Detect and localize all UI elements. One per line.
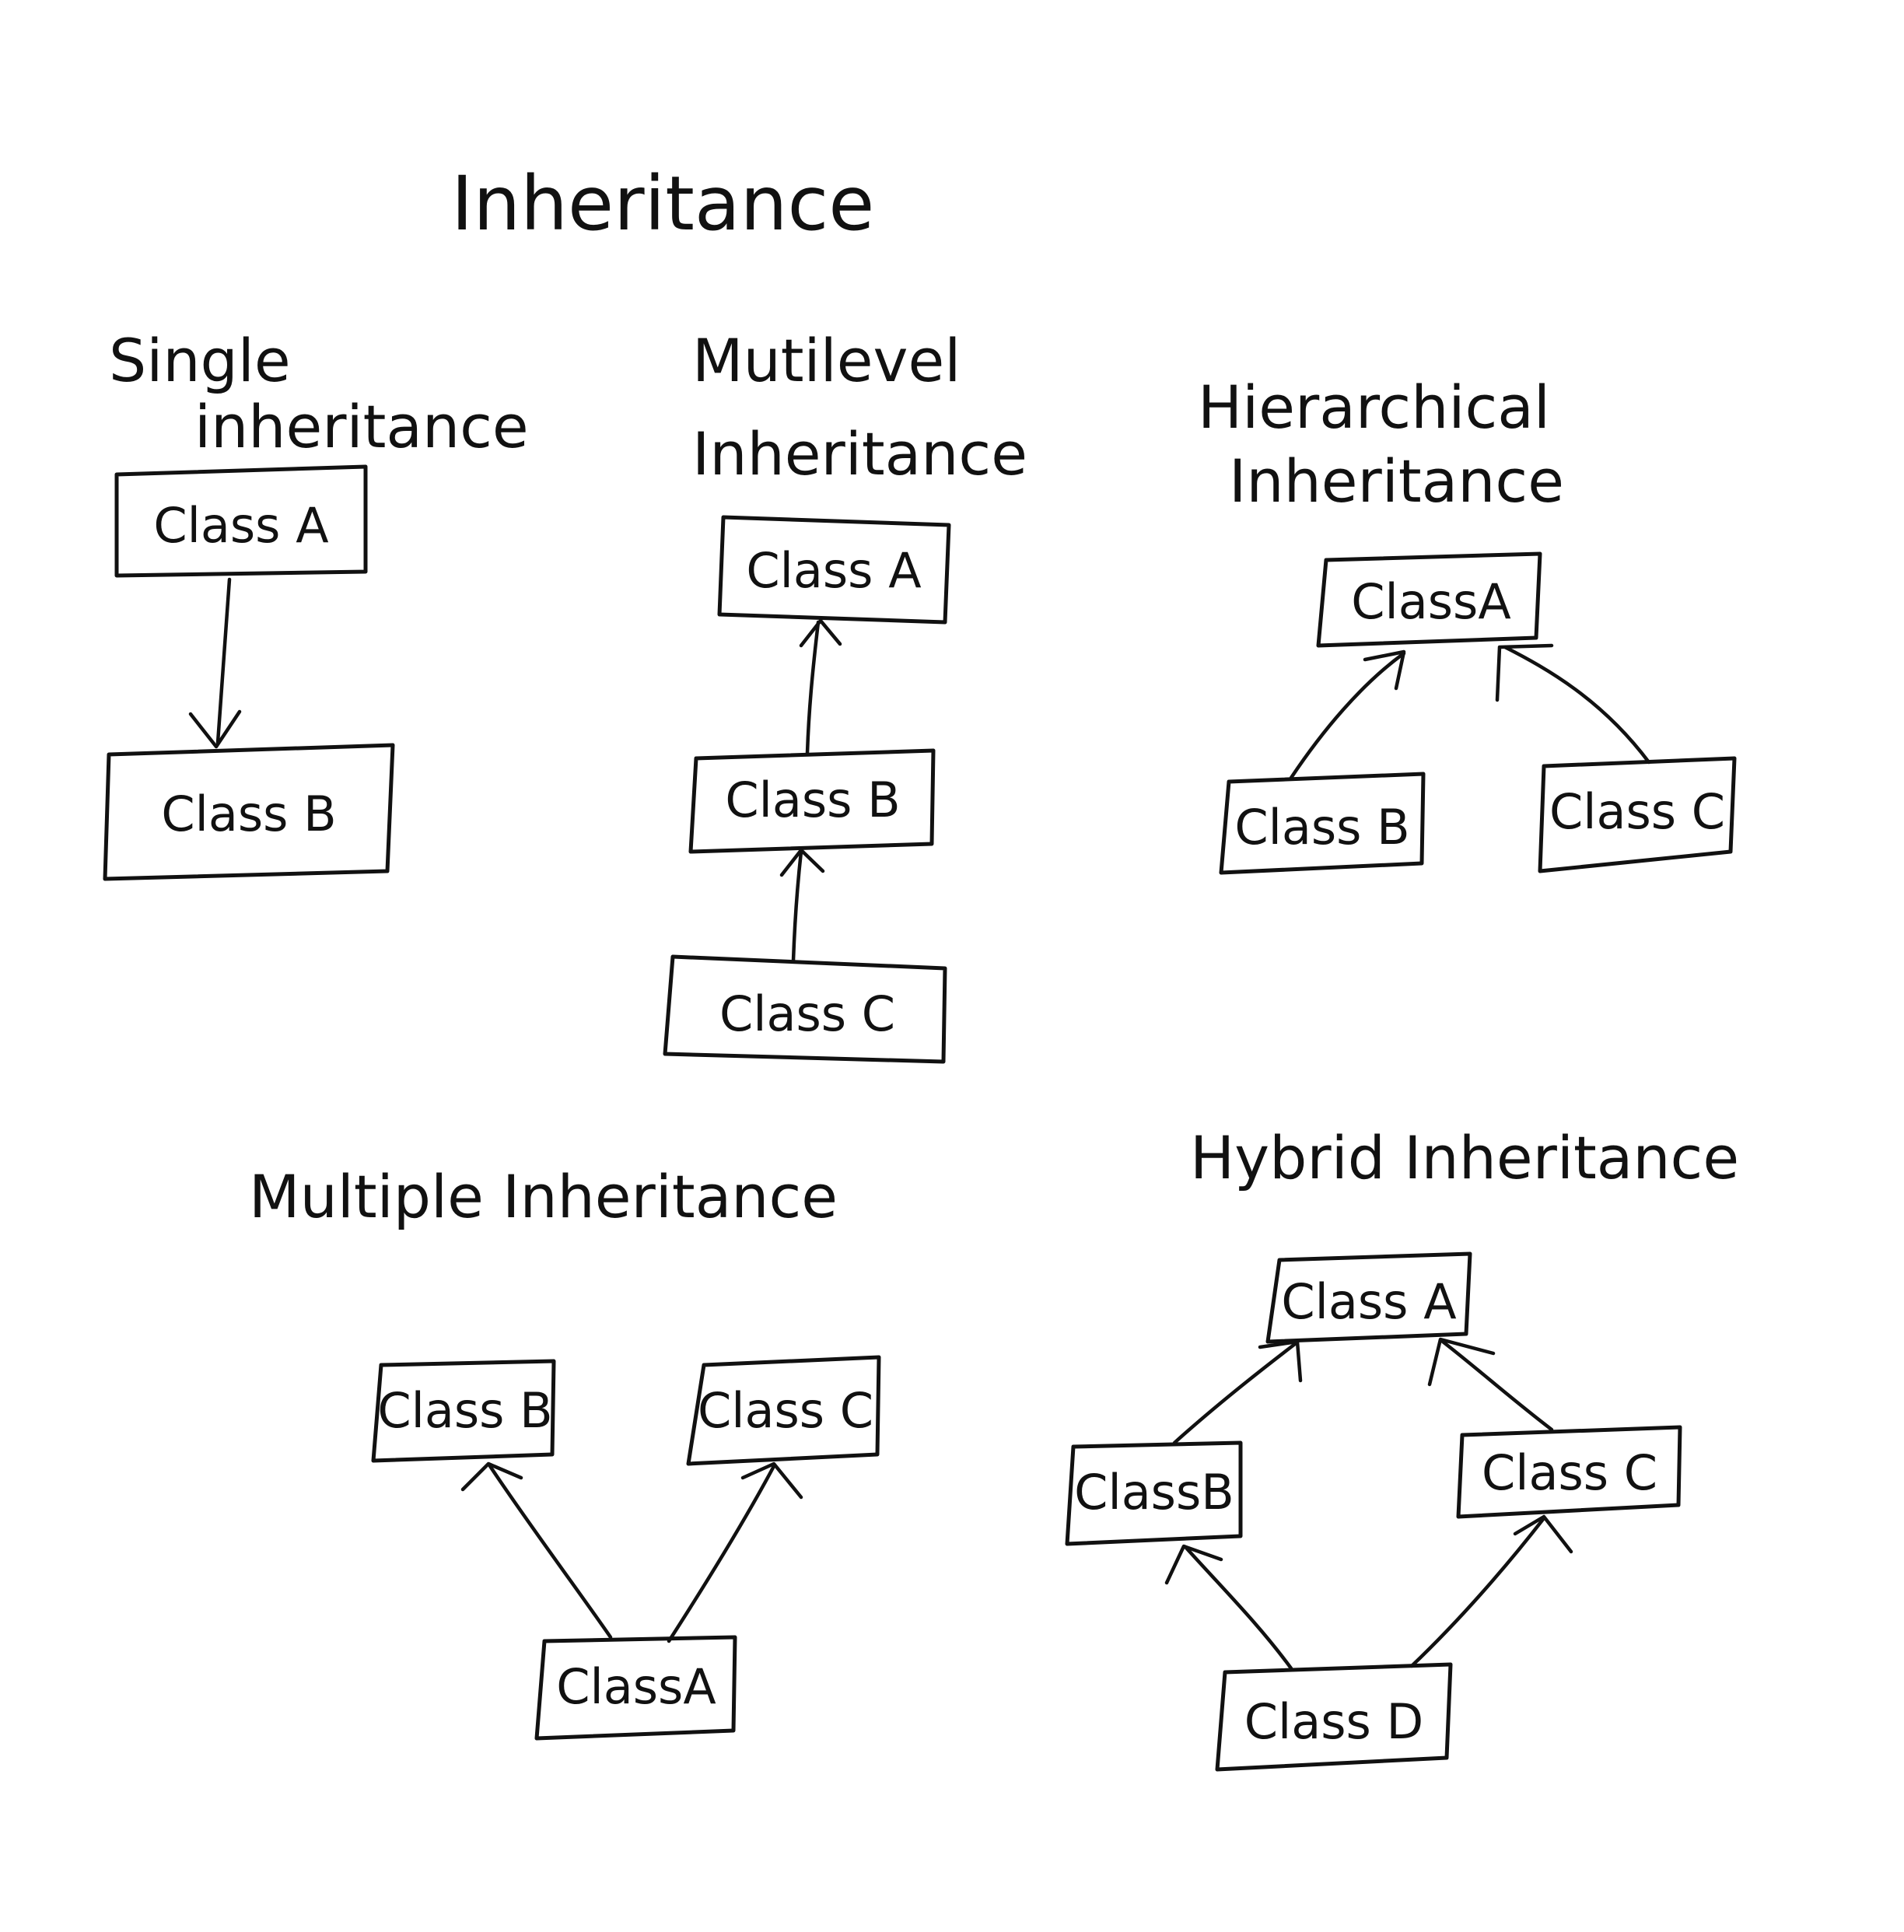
hybrid-class-c-node: Class C [1456, 1425, 1682, 1519]
hybrid-arrowhead-a-left [1258, 1339, 1303, 1383]
hybrid-class-a-label: Class A [1281, 1273, 1456, 1330]
hybrid-arrow-c-to-a [1440, 1339, 1554, 1432]
single-class-b-label: Class B [161, 786, 336, 842]
hierarchical-class-c-label: Class C [1549, 783, 1725, 840]
hybrid-arrowhead-c [1513, 1514, 1573, 1554]
hierarchical-class-c-box [1538, 756, 1737, 873]
multilevel-class-a-label: Class A [746, 542, 921, 599]
multilevel-class-c-box [663, 954, 947, 1064]
multiple-arrow-a-to-c [667, 1464, 776, 1643]
hierarchical-class-c-node: Class C [1538, 756, 1737, 873]
multilevel-class-b-node: Class B [688, 748, 936, 854]
hybrid-class-c-label: Class C [1482, 1444, 1657, 1501]
multilevel-arrow-b-to-a [805, 620, 821, 755]
multiple-class-b-node: Class B [371, 1359, 556, 1463]
inheritance-arrows [188, 577, 1651, 1671]
multiple-class-b-label: Class B [377, 1382, 552, 1439]
single-heading-line2: inheritance [194, 392, 529, 461]
hierarchical-arrowhead-a-right [1495, 643, 1554, 702]
multiple-class-c-box [686, 1355, 881, 1466]
single-class-b-box [103, 743, 395, 881]
single-arrow-a-to-b [215, 577, 232, 745]
multiple-class-c-label: Class C [698, 1382, 873, 1439]
single-inheritance-section: Single inheritance Class A Class B [103, 326, 529, 881]
hierarchical-heading-line1: Hierarchical [1198, 373, 1550, 442]
multilevel-class-c-label: Class C [719, 985, 895, 1042]
multiple-inheritance-section: Multiple Inheritance Class B Class C Cla… [249, 1162, 881, 1741]
hybrid-class-d-node: Class D [1215, 1662, 1453, 1772]
hybrid-arrowhead-b [1164, 1544, 1223, 1585]
multilevel-inheritance-section: Mutilevel Inheritance Class A Class B Cl… [663, 326, 1027, 1064]
multilevel-arrowhead-b [779, 848, 825, 877]
hybrid-arrowhead-a-right [1427, 1337, 1496, 1387]
single-class-b-node: Class B [103, 743, 395, 881]
hybrid-class-a-box [1265, 1251, 1472, 1344]
single-class-a-label: Class A [153, 497, 328, 554]
hybrid-arrow-b-to-a [1172, 1342, 1297, 1445]
diagram-title: Inheritance [451, 160, 874, 247]
single-heading-line1: Single [109, 326, 291, 395]
multiple-class-a-node: ClassA [534, 1635, 737, 1741]
hybrid-class-b-label: ClassB [1074, 1464, 1234, 1521]
hierarchical-class-a-node: ClassA [1316, 551, 1542, 648]
single-class-a-box [114, 464, 368, 578]
hierarchical-class-b-label: Class B [1234, 799, 1409, 856]
hierarchical-inheritance-section: Hierarchical Inheritance ClassA Class B … [1198, 373, 1737, 875]
multiple-class-a-label: ClassA [556, 1658, 716, 1715]
hybrid-class-c-box [1456, 1425, 1682, 1519]
hybrid-inheritance-section: Hybrid Inheritance Class A ClassB Class … [1065, 1123, 1739, 1772]
hybrid-heading: Hybrid Inheritance [1190, 1123, 1739, 1192]
multilevel-class-a-box [717, 515, 951, 625]
hierarchical-class-b-box [1219, 772, 1426, 875]
single-class-a-node: Class A [114, 464, 368, 578]
hybrid-arrow-d-to-b [1184, 1545, 1293, 1671]
hybrid-arrow-d-to-c [1409, 1516, 1546, 1668]
hybrid-class-b-box [1065, 1440, 1243, 1546]
hybrid-class-a-node: Class A [1265, 1251, 1472, 1344]
hierarchical-arrow-c-to-a [1503, 645, 1651, 765]
hybrid-class-d-box [1215, 1662, 1453, 1772]
multilevel-class-c-node: Class C [663, 954, 947, 1064]
multiple-arrowhead-c [740, 1461, 803, 1500]
hierarchical-class-a-box [1316, 551, 1542, 648]
hierarchical-class-a-label: ClassA [1351, 573, 1511, 630]
multilevel-class-b-label: Class B [725, 772, 900, 828]
multiple-arrow-a-to-b [488, 1464, 613, 1640]
multiple-class-c-node: Class C [686, 1355, 881, 1466]
multiple-arrowhead-b [460, 1461, 523, 1492]
single-arrowhead-b [188, 709, 242, 749]
multiple-heading: Multiple Inheritance [249, 1162, 838, 1231]
multilevel-heading-line1: Mutilevel [692, 326, 961, 395]
multilevel-arrow-c-to-b [791, 849, 803, 963]
hybrid-class-d-label: Class D [1244, 1693, 1424, 1750]
hierarchical-arrow-b-to-a [1289, 651, 1406, 780]
hierarchical-heading-line2: Inheritance [1229, 446, 1564, 516]
multilevel-class-a-node: Class A [717, 515, 951, 625]
hybrid-class-b-node: ClassB [1065, 1440, 1243, 1546]
multilevel-class-b-box [688, 748, 936, 854]
multiple-class-b-box [371, 1359, 556, 1463]
multilevel-heading-line2: Inheritance [692, 419, 1027, 488]
hierarchical-arrowhead-a-left [1363, 649, 1406, 691]
multilevel-arrowhead-a [799, 618, 842, 648]
hierarchical-class-b-node: Class B [1219, 772, 1426, 875]
